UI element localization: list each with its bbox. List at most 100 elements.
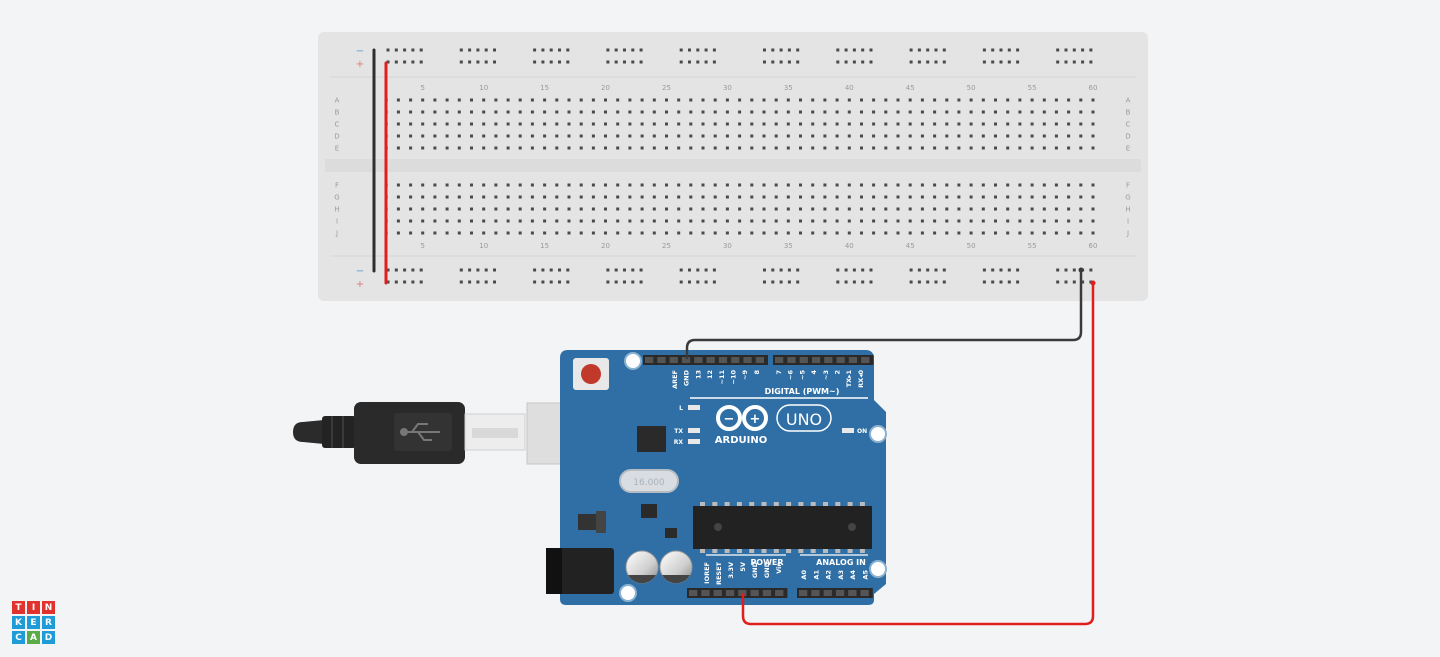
rail-hole[interactable] <box>836 60 840 64</box>
breadboard-hole[interactable] <box>543 207 547 211</box>
rail-hole[interactable] <box>869 48 873 52</box>
rail-hole[interactable] <box>468 268 472 272</box>
breadboard-hole[interactable] <box>652 146 656 150</box>
breadboard-hole[interactable] <box>457 98 461 102</box>
rail-hole[interactable] <box>1016 48 1020 52</box>
breadboard-hole[interactable] <box>713 98 717 102</box>
breadboard-hole[interactable] <box>920 98 924 102</box>
rail-hole[interactable] <box>1072 48 1076 52</box>
breadboard-hole[interactable] <box>920 110 924 114</box>
rail-hole[interactable] <box>541 48 545 52</box>
breadboard-hole[interactable] <box>665 207 668 211</box>
breadboard-hole[interactable] <box>482 231 486 235</box>
rail-hole[interactable] <box>403 60 407 64</box>
breadboard-hole[interactable] <box>567 219 571 223</box>
rail-hole[interactable] <box>541 60 545 64</box>
header-pin[interactable] <box>713 590 722 596</box>
breadboard-hole[interactable] <box>652 219 656 223</box>
breadboard-hole[interactable] <box>409 195 413 199</box>
breadboard-hole[interactable] <box>1018 219 1022 223</box>
breadboard-hole[interactable] <box>482 98 486 102</box>
breadboard-hole[interactable] <box>665 134 668 138</box>
breadboard-hole[interactable] <box>652 207 656 211</box>
rail-hole[interactable] <box>991 48 995 52</box>
breadboard-hole[interactable] <box>750 207 754 211</box>
rail-hole[interactable] <box>787 48 791 52</box>
breadboard-hole[interactable] <box>457 183 461 187</box>
breadboard-hole[interactable] <box>774 195 778 199</box>
breadboard-hole[interactable] <box>860 183 863 187</box>
rail-hole[interactable] <box>982 280 986 284</box>
breadboard-hole[interactable] <box>652 122 656 126</box>
breadboard-hole[interactable] <box>981 219 985 223</box>
rail-hole[interactable] <box>541 268 545 272</box>
rail-hole[interactable] <box>696 60 700 64</box>
rail-hole[interactable] <box>606 268 610 272</box>
breadboard-hole[interactable] <box>1079 207 1083 211</box>
breadboard-hole[interactable] <box>543 195 547 199</box>
digital-header-left[interactable] <box>643 355 768 365</box>
breadboard-hole[interactable] <box>445 122 449 126</box>
breadboard-hole[interactable] <box>701 134 705 138</box>
breadboard-hole[interactable] <box>616 110 620 114</box>
rail-hole[interactable] <box>696 280 700 284</box>
breadboard-hole[interactable] <box>652 183 656 187</box>
breadboard-hole[interactable] <box>457 231 461 235</box>
breadboard-hole[interactable] <box>555 134 559 138</box>
rail-hole[interactable] <box>779 60 783 64</box>
breadboard-hole[interactable] <box>567 122 571 126</box>
breadboard-hole[interactable] <box>579 134 583 138</box>
breadboard-hole[interactable] <box>786 134 790 138</box>
breadboard-hole[interactable] <box>896 219 900 223</box>
breadboard-hole[interactable] <box>969 195 973 199</box>
breadboard-hole[interactable] <box>847 98 851 102</box>
breadboard-hole[interactable] <box>409 207 413 211</box>
breadboard-hole[interactable] <box>933 231 937 235</box>
breadboard-hole[interactable] <box>1091 134 1095 138</box>
breadboard-hole[interactable] <box>421 219 425 223</box>
rail-hole[interactable] <box>386 60 390 64</box>
breadboard-hole[interactable] <box>506 183 510 187</box>
rail-hole[interactable] <box>763 48 766 52</box>
breadboard-hole[interactable] <box>494 146 498 150</box>
breadboard-hole[interactable] <box>518 122 522 126</box>
header-pin[interactable] <box>701 590 710 596</box>
breadboard-hole[interactable] <box>1054 219 1058 223</box>
breadboard-hole[interactable] <box>396 134 400 138</box>
breadboard-hole[interactable] <box>506 146 510 150</box>
breadboard-hole[interactable] <box>1091 207 1095 211</box>
breadboard-hole[interactable] <box>530 134 534 138</box>
breadboard-hole[interactable] <box>884 134 888 138</box>
breadboard-hole[interactable] <box>957 195 961 199</box>
rail-hole[interactable] <box>982 268 986 272</box>
breadboard-hole[interactable] <box>786 195 790 199</box>
breadboard-hole[interactable] <box>701 195 705 199</box>
breadboard-hole[interactable] <box>1030 122 1034 126</box>
breadboard-hole[interactable] <box>945 207 949 211</box>
breadboard-hole[interactable] <box>506 110 510 114</box>
breadboard-hole[interactable] <box>835 134 839 138</box>
breadboard-hole[interactable] <box>823 219 827 223</box>
breadboard-hole[interactable] <box>774 122 778 126</box>
breadboard-hole[interactable] <box>896 231 900 235</box>
breadboard-hole[interactable] <box>616 219 620 223</box>
breadboard-hole[interactable] <box>860 110 863 114</box>
rail-hole[interactable] <box>763 268 766 272</box>
rail-hole[interactable] <box>704 60 708 64</box>
breadboard-hole[interactable] <box>957 219 961 223</box>
rail-hole[interactable] <box>639 280 643 284</box>
breadboard-hole[interactable] <box>677 231 681 235</box>
breadboard-hole[interactable] <box>579 231 583 235</box>
rail-hole[interactable] <box>1056 280 1060 284</box>
breadboard-hole[interactable] <box>396 98 400 102</box>
breadboard-hole[interactable] <box>701 122 705 126</box>
breadboard-hole[interactable] <box>518 207 522 211</box>
breadboard-hole[interactable] <box>530 122 534 126</box>
breadboard-hole[interactable] <box>860 122 863 126</box>
rail-hole[interactable] <box>1072 60 1076 64</box>
breadboard-hole[interactable] <box>1067 122 1071 126</box>
breadboard-hole[interactable] <box>994 98 997 102</box>
breadboard-hole[interactable] <box>969 98 973 102</box>
breadboard-hole[interactable] <box>701 146 705 150</box>
breadboard-hole[interactable] <box>835 231 839 235</box>
